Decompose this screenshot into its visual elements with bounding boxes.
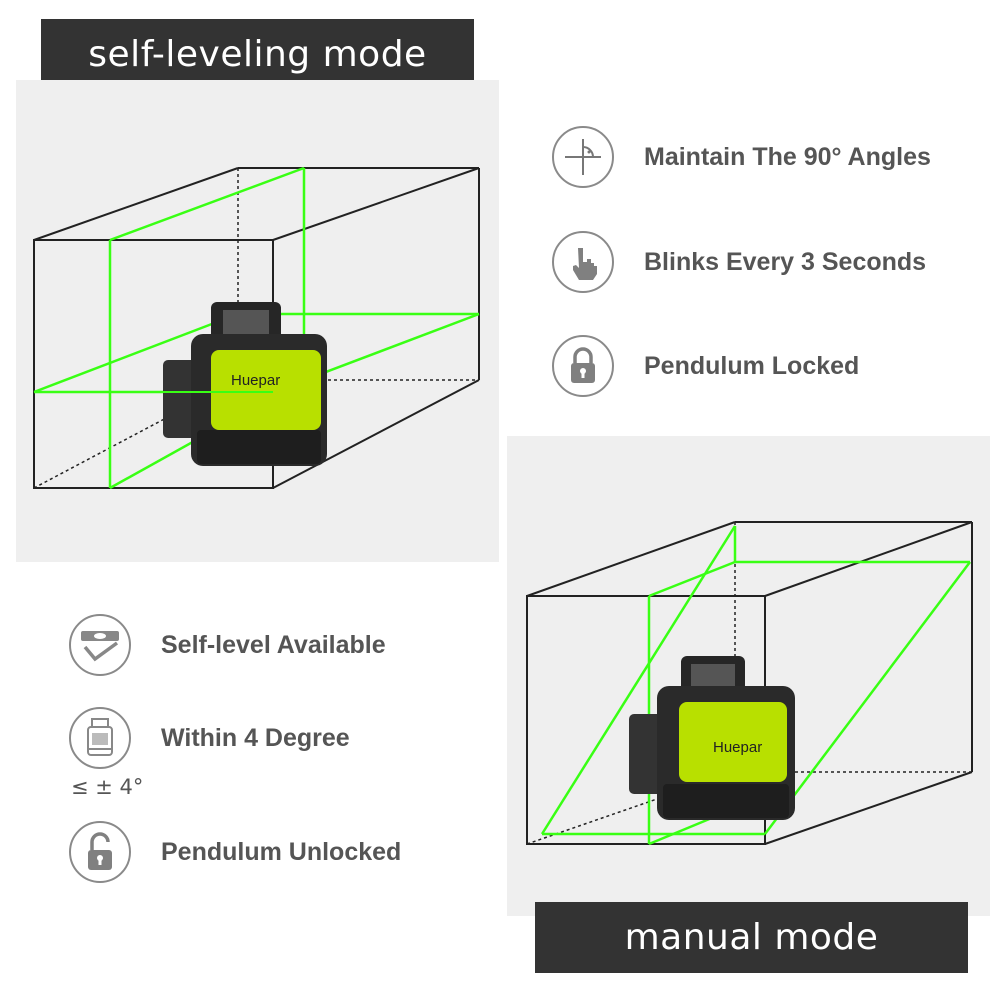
- lock-open-icon: [69, 821, 131, 883]
- feature-label: Pendulum Locked: [644, 351, 860, 380]
- laser-level-device: Huepar: [163, 302, 327, 466]
- tilt-range-note: ≤ ± 4°: [71, 775, 144, 799]
- laser-level-device: Huepar: [629, 656, 795, 820]
- manual-mode-banner: manual mode: [535, 902, 968, 973]
- tilt-device-icon: [69, 707, 131, 769]
- feature-blinks: Blinks Every 3 Seconds: [552, 231, 926, 293]
- self-leveling-room-scene: Huepar: [33, 166, 480, 490]
- feature-label: Within 4 Degree: [161, 723, 350, 752]
- self-leveling-mode-banner: self-leveling mode: [41, 19, 474, 90]
- feature-maintain-angles: Maintain The 90° Angles: [552, 126, 931, 188]
- level-check-icon: [69, 614, 131, 676]
- self-leveling-mode-title: self-leveling mode: [88, 34, 427, 75]
- feature-within-4-degree: Within 4 Degree: [69, 707, 350, 769]
- angle-crosshair-icon: [552, 126, 614, 188]
- feature-label: Pendulum Unlocked: [161, 837, 402, 866]
- feature-label: Maintain The 90° Angles: [644, 142, 931, 171]
- lock-closed-icon: [552, 335, 614, 397]
- feature-label: Self-level Available: [161, 630, 386, 659]
- feature-label: Blinks Every 3 Seconds: [644, 247, 927, 276]
- room-cube-back: [526, 522, 972, 845]
- feature-pendulum-unlocked: Pendulum Unlocked: [69, 821, 401, 883]
- feature-pendulum-locked: Pendulum Locked: [552, 335, 859, 397]
- manual-mode-room-scene: Huepar: [526, 521, 973, 846]
- self-leveling-illustration-panel: Huepar: [16, 80, 499, 562]
- device-brand-label: Huepar: [231, 372, 280, 389]
- device-brand-label: Huepar: [713, 739, 762, 756]
- manual-mode-title: manual mode: [624, 917, 879, 958]
- hand-pointer-icon: [552, 231, 614, 293]
- manual-mode-illustration-panel: Huepar: [507, 436, 990, 916]
- feature-self-level-available: Self-level Available: [69, 614, 386, 676]
